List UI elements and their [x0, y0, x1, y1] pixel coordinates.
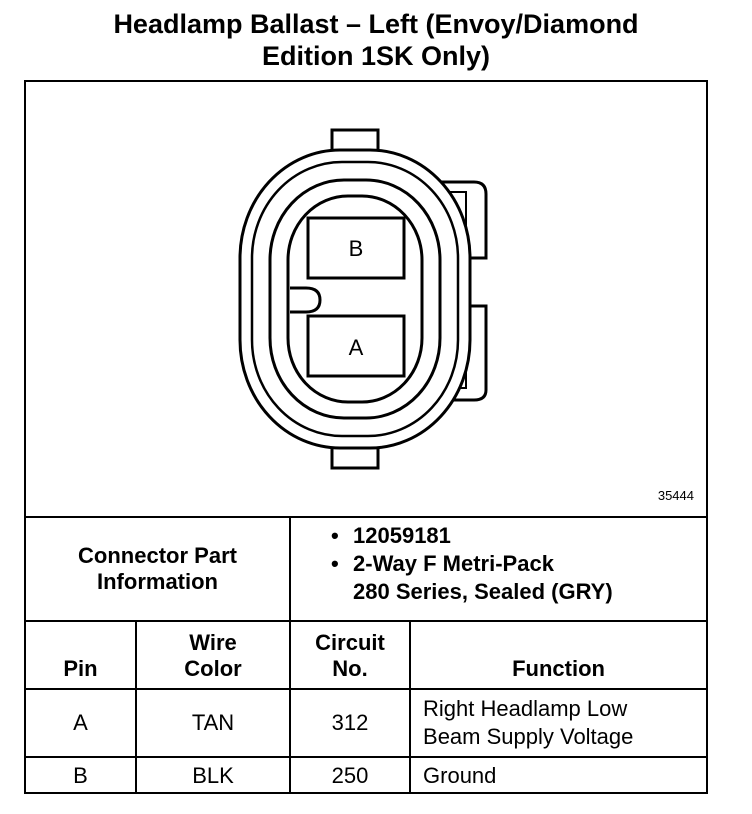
row-b-pin: B	[26, 756, 137, 793]
table-header-row: Pin Wire Color Circuit No. Function	[26, 620, 707, 690]
bottom-latch-tab	[330, 444, 380, 470]
key-notch	[290, 286, 322, 314]
header-wire-color: Wire Color	[134, 620, 292, 690]
row-b-circuit: 250	[289, 756, 412, 793]
connector-part-info-label: Connector Part Information	[26, 516, 292, 622]
row-a-function-line1: Right Headlamp Low	[423, 696, 628, 721]
cpi-label-line2: Information	[97, 569, 218, 594]
row-b-wire: BLK	[134, 756, 292, 793]
connector-type-line1: 2-Way F Metri-Pack	[353, 551, 554, 576]
housing-middle-ring	[250, 160, 460, 438]
table-row: A TAN 312 Right Headlamp Low Beam Supply…	[26, 688, 707, 758]
diagram-title: Headlamp Ballast – Left (Envoy/Diamond E…	[0, 8, 752, 72]
connector-part-info-values: • 12059181 • 2-Way F Metri-Pack 280 Seri…	[289, 516, 707, 622]
header-function: Function	[409, 620, 707, 690]
header-wire-line2: Color	[184, 656, 242, 681]
pin-a-label: A	[349, 335, 364, 360]
row-a-circuit: 312	[289, 688, 412, 758]
pin-b-cavity	[306, 216, 406, 280]
terminal-cavity	[286, 194, 424, 404]
table-row: B BLK 250 Ground	[26, 756, 707, 793]
row-b-function: Ground	[409, 756, 707, 793]
connector-face-svg: B A	[238, 128, 488, 470]
connector-drawing: B A 35444	[26, 82, 706, 516]
part-number-item: • 12059181	[331, 522, 696, 550]
pin-a-cavity	[306, 314, 406, 378]
header-circuit-line2: No.	[332, 656, 368, 681]
row-a-pin: A	[26, 688, 137, 758]
cpi-label-line1: Connector Part	[78, 543, 237, 568]
header-circuit: Circuit No.	[289, 620, 412, 690]
title-line-1: Headlamp Ballast – Left (Envoy/Diamond	[113, 9, 639, 39]
figure-number: 35444	[657, 488, 694, 503]
pin-b-label: B	[349, 236, 364, 261]
row-a-function: Right Headlamp Low Beam Supply Voltage	[409, 688, 707, 758]
bullet: •	[331, 551, 339, 576]
header-circuit-line1: Circuit	[315, 630, 385, 655]
connector-type: 2-Way F Metri-Pack 280 Series, Sealed (G…	[353, 550, 613, 606]
housing-inner-ring	[268, 178, 442, 420]
title-line-2: Edition 1SK Only)	[261, 41, 490, 71]
connector-type-line2: 280 Series, Sealed (GRY)	[353, 579, 613, 604]
header-pin: Pin	[26, 620, 137, 690]
top-latch-tab	[330, 128, 380, 152]
connector-part-info-row: Connector Part Information • 12059181 • …	[26, 516, 707, 622]
row-a-wire: TAN	[134, 688, 292, 758]
part-number: 12059181	[353, 523, 451, 548]
row-a-function-line2: Beam Supply Voltage	[423, 724, 634, 749]
connector-info-table: Connector Part Information • 12059181 • …	[26, 516, 707, 793]
header-wire-line1: Wire	[189, 630, 237, 655]
bullet: •	[331, 523, 339, 548]
connector-frame: B A 35444 Connector Part Information • 1…	[24, 80, 708, 794]
connector-type-item: • 2-Way F Metri-Pack 280 Series, Sealed …	[331, 550, 696, 606]
